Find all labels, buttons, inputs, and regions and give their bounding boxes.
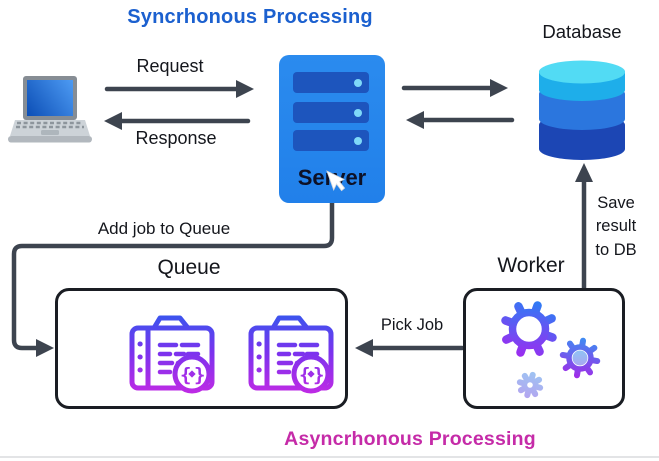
server-led-dot [354, 136, 362, 145]
worker-label: Worker [497, 254, 565, 277]
bottom-edge-line [0, 456, 659, 458]
svg-text:{: { [299, 364, 310, 386]
response-arrowhead [104, 112, 122, 130]
database-label: Database [542, 21, 622, 42]
svg-text:{: { [180, 364, 191, 386]
request-label: Request [136, 56, 204, 76]
server-slot [293, 102, 369, 123]
response-label: Response [135, 128, 217, 148]
worker-box [463, 288, 625, 409]
synchronous-title: Syncrhonous Processing [127, 6, 373, 28]
add-job-arrowhead [36, 339, 54, 357]
queue-label: Queue [157, 256, 221, 279]
folder-code-icon: {} [248, 315, 334, 394]
laptop-icon [8, 76, 92, 143]
svg-text:}: } [194, 364, 205, 386]
server-slot [293, 72, 369, 93]
db-to-server-arrowhead [406, 111, 424, 129]
mouse-pointer-icon [326, 170, 345, 192]
asynchronous-title: Asyncrhonous Processing [284, 428, 536, 450]
database-icon [539, 60, 625, 160]
folder-code-icon: {} [129, 315, 215, 394]
server-icon: Server [279, 55, 385, 203]
server-led-dot [354, 108, 362, 117]
gears-icon [501, 301, 601, 399]
save-result-label: Save result to DB [595, 194, 637, 259]
add-job-label: Add job to Queue [97, 219, 231, 238]
add-job-line [11, 200, 335, 351]
pick-job-arrowhead [355, 339, 373, 357]
server-to-db-arrowhead [490, 79, 508, 97]
svg-text:}: } [313, 364, 324, 386]
pick-job-label: Pick Job [380, 316, 444, 334]
save-result-arrowhead [575, 163, 593, 182]
server-slot [293, 130, 369, 151]
request-arrowhead [236, 80, 254, 98]
server-led-dot [354, 78, 362, 87]
